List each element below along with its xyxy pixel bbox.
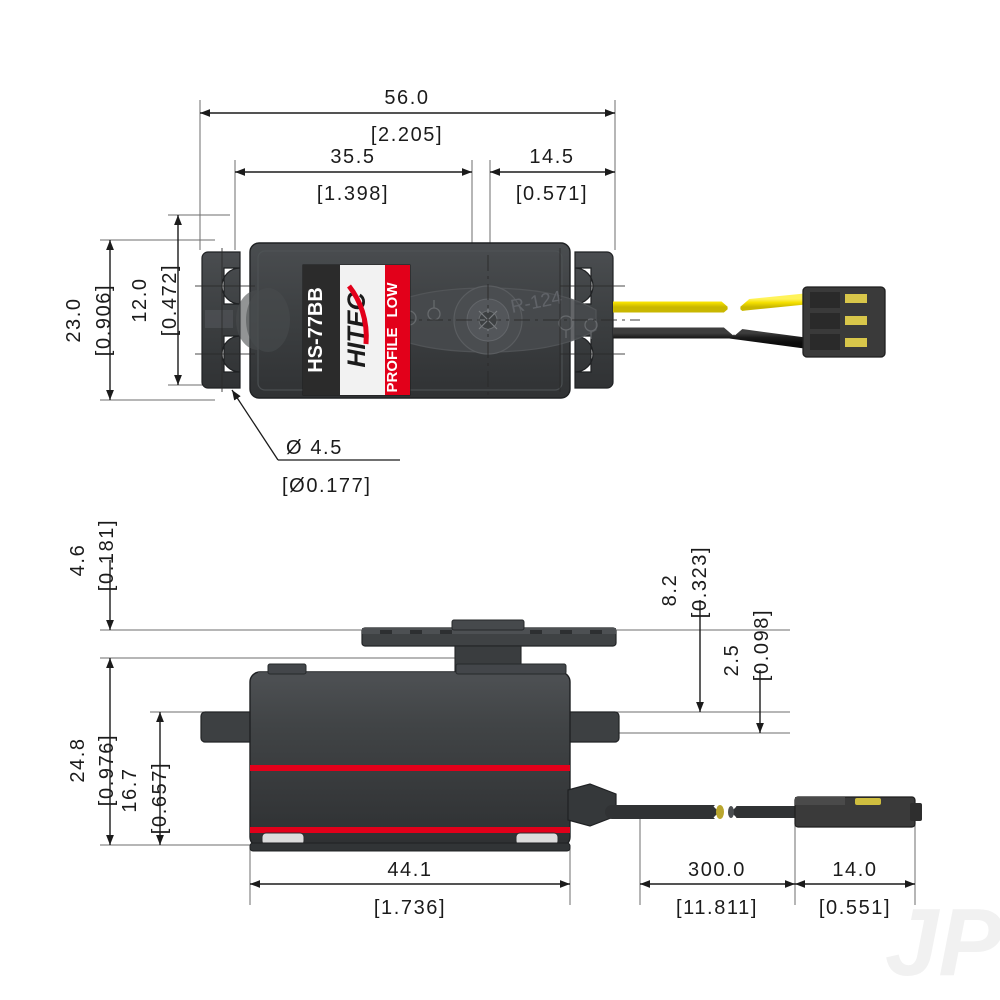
tagline-top-text: LOW xyxy=(384,282,401,318)
dim-output-shaft-height-mm: 8.2 xyxy=(659,574,681,607)
servo-wires-top xyxy=(613,292,806,349)
dim-body-width: 44.1 [1.736] xyxy=(250,859,570,919)
dim-body-height-inch: [0.976] xyxy=(96,734,118,806)
bottom-bushings xyxy=(249,832,571,852)
dim-body-length-mm: 35.5 xyxy=(330,146,375,168)
dim-body-length-inch: [1.398] xyxy=(317,183,389,205)
dim-overall-length: 56.0 [2.205] xyxy=(200,87,615,146)
dim-lower-body-height-mm: 16.7 xyxy=(119,767,141,812)
dim-connector-length: 14.0 [0.551] xyxy=(795,859,915,919)
dim-cable-length-mm: 300.0 xyxy=(688,859,746,881)
dim-horn-height-mm: 4.6 xyxy=(67,544,89,577)
jp-watermark: JP xyxy=(885,889,1000,996)
mounting-tab-left xyxy=(201,251,241,389)
servo-case-side xyxy=(249,671,571,848)
mounting-hole-bottom-right xyxy=(574,335,594,373)
connector-pin-1 xyxy=(845,294,867,303)
dim-lower-body-height-inch: [0.657] xyxy=(149,762,171,834)
dim-connector-length-mm: 14.0 xyxy=(832,859,877,881)
dim-tab-offset-inch: [0.571] xyxy=(516,183,588,205)
dim-cable-length-inch: [11.811] xyxy=(676,897,758,919)
dim-cable-length: 300.0 [11.811] xyxy=(640,859,795,919)
dim-overall-width-mm: 23.0 xyxy=(63,297,85,342)
dim-overall-width: 23.0 [0.906] xyxy=(63,240,115,400)
dim-horn-height: 4.6 [0.181] xyxy=(67,519,118,630)
wire-black xyxy=(613,327,806,349)
dim-body-width-mm: 44.1 xyxy=(387,859,432,881)
product-label-sticker: HS-77BB HITEC LOW PROFILE xyxy=(302,264,411,396)
tagline-bottom-text: PROFILE xyxy=(384,327,401,392)
dim-horn-height-inch: [0.181] xyxy=(96,519,118,591)
dim-body-height: 24.8 [0.976] xyxy=(67,658,118,845)
dim-output-shaft-height: 8.2 [0.323] xyxy=(659,546,711,712)
cable-exit-boss xyxy=(567,783,617,827)
dim-tab-thickness-inch: [0.098] xyxy=(751,609,773,681)
connector-pin-3 xyxy=(845,338,867,347)
callout-hole-mm: Ø 4.5 xyxy=(286,437,343,459)
wire-yellow xyxy=(613,293,806,313)
dim-body-width-inch: [1.736] xyxy=(374,897,446,919)
wire-break-symbol xyxy=(717,292,741,336)
dim-output-shaft-height-inch: [0.323] xyxy=(689,546,711,618)
svg-text:JP: JP xyxy=(885,889,1000,996)
dim-hole-spacing-mm: 12.0 xyxy=(129,277,151,322)
dim-tab-thickness: 2.5 [0.098] xyxy=(721,609,773,733)
servo-top-view: R-124 HS-77BB HITEC LOW PRO xyxy=(195,242,640,399)
dim-hole-spacing-inch: [0.472] xyxy=(159,264,181,336)
dim-hole-spacing: 12.0 [0.472] xyxy=(129,215,182,385)
accent-stripe-lower xyxy=(250,827,570,833)
mounting-hole-bottom-left xyxy=(221,335,241,373)
product-label-text: HS-77BB xyxy=(305,287,327,373)
dim-lower-body-height: 16.7 [0.657] xyxy=(119,712,171,845)
connector-latch xyxy=(855,798,881,805)
dim-connector-length-inch: [0.551] xyxy=(819,897,891,919)
dim-tab-thickness-mm: 2.5 xyxy=(721,644,743,677)
servo-side-view xyxy=(200,619,620,852)
dim-tab-offset: 14.5 [0.571] xyxy=(490,146,615,205)
connector-pin-2 xyxy=(845,316,867,325)
servo-connector-top xyxy=(802,286,886,358)
servo-cable-side xyxy=(605,801,806,823)
callout-mounting-hole: Ø 4.5 [Ø0.177] xyxy=(231,389,400,497)
mounting-tabs-side xyxy=(200,711,620,743)
dim-overall-length-inch: [2.205] xyxy=(371,124,443,146)
callout-hole-inch: [Ø0.177] xyxy=(282,475,372,497)
dim-body-height-mm: 24.8 xyxy=(67,737,89,782)
dim-body-length: 35.5 [1.398] xyxy=(235,146,472,205)
dim-overall-length-mm: 56.0 xyxy=(384,87,429,109)
accent-stripe-upper xyxy=(250,765,570,771)
dim-overall-width-inch: [0.906] xyxy=(93,284,115,356)
brand-swoosh xyxy=(347,284,369,345)
dim-tab-offset-mm: 14.5 xyxy=(529,146,574,168)
servo-connector-side xyxy=(794,796,922,828)
